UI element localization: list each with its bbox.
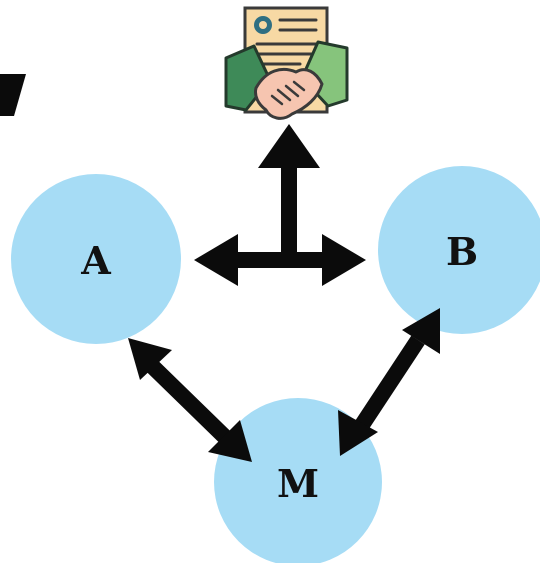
arrowhead-right xyxy=(322,234,366,286)
agreement-connector xyxy=(194,124,366,286)
seal-icon xyxy=(254,16,272,34)
cropped-mark xyxy=(0,74,26,116)
arrow-b-m xyxy=(338,308,440,456)
arrow-a-m xyxy=(128,338,252,462)
node-b-label: B xyxy=(446,229,478,274)
node-b: B xyxy=(378,166,540,334)
contract-handshake-icon xyxy=(224,6,349,120)
node-a: A xyxy=(11,174,181,344)
node-a-label: A xyxy=(80,238,111,283)
node-m-label: M xyxy=(277,461,319,506)
arrowhead-up xyxy=(258,124,320,168)
arrowhead-left xyxy=(194,234,238,286)
